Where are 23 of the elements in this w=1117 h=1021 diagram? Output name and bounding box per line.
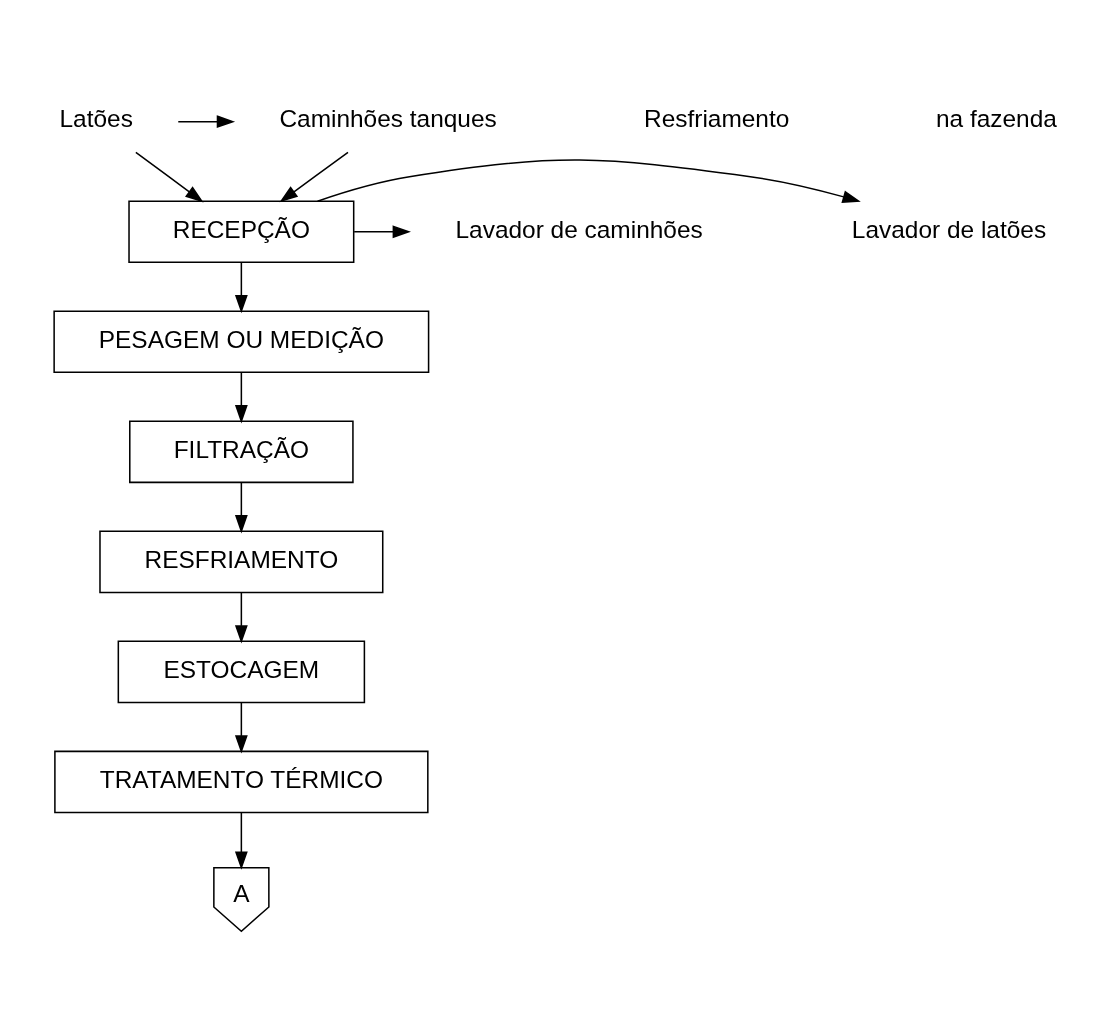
node-box: PESAGEM OU MEDIÇÃO — [53, 309, 430, 373]
node-box: RECEPÇÃO — [128, 199, 355, 263]
node-box: RESFRIAMENTO — [99, 530, 384, 593]
node-text: Latões — [59, 104, 133, 132]
node-box: ESTOCAGEM — [117, 640, 366, 703]
label: Resfriamento — [644, 104, 790, 132]
arrow — [316, 158, 861, 203]
arrow — [279, 151, 349, 202]
arrow — [234, 481, 248, 533]
node-text: Lavador de caminhões — [455, 215, 703, 243]
node-box: TRATAMENTO TÉRMICO — [54, 750, 429, 813]
arrow — [234, 701, 248, 754]
arrow — [353, 224, 411, 238]
arrow — [234, 591, 248, 643]
arrow — [234, 371, 248, 423]
arrow — [234, 261, 248, 313]
node-text: Caminhões tanques — [279, 104, 497, 132]
node-text: Lavador de latões — [851, 215, 1047, 243]
label: na fazenda — [935, 104, 1057, 132]
arrow — [234, 811, 248, 870]
node-box: FILTRAÇÃO — [129, 420, 354, 483]
arrow — [135, 151, 204, 202]
arrow — [177, 114, 236, 128]
